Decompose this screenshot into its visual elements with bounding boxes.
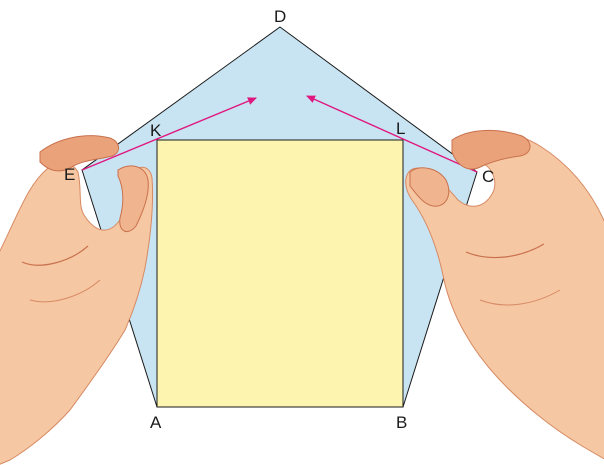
label-c: C [482,167,494,186]
arrow-e-to-center [81,97,257,171]
label-a: A [150,413,162,432]
arrow-c-to-center [306,95,478,173]
left-hand-icon [0,135,154,465]
label-k: K [150,121,162,140]
label-d: D [274,7,286,26]
right-hand-icon [405,129,604,460]
label-e: E [64,165,75,184]
label-b: B [396,413,407,432]
label-l: L [396,119,405,138]
square-shape [156,139,404,408]
